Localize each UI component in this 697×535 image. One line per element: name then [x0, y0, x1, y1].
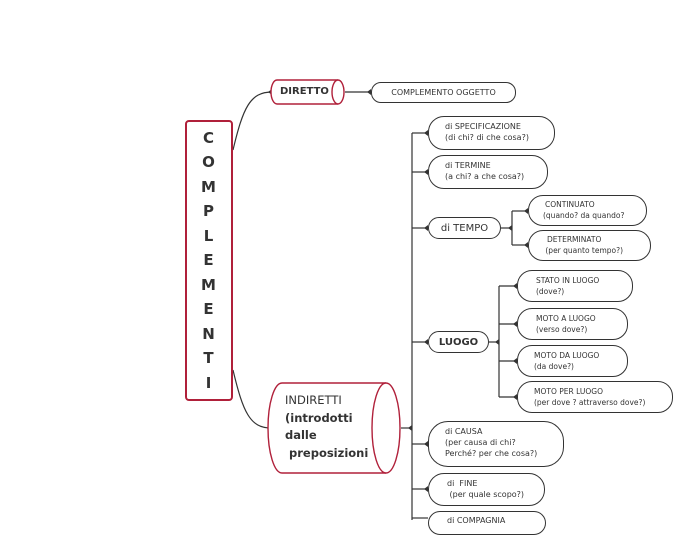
indiretti-node[interactable] [267, 382, 401, 474]
node-complemento-oggetto[interactable]: COMPLEMENTO OGGETTO [371, 82, 516, 103]
root-letter: M [201, 275, 217, 294]
root-letter: E [203, 300, 215, 319]
node-question: (di chi? di che cosa?) [445, 133, 529, 142]
node-title: MOTO PER LUOGO [534, 387, 604, 396]
node-determinato[interactable]: DETERMINATO (per quanto tempo?) [528, 230, 651, 261]
node-label: LUOGO [438, 336, 479, 348]
node-title: di CAUSA [445, 427, 483, 436]
node-question: (a chi? a che cosa?) [445, 172, 525, 181]
node-question: (da dove?) [534, 362, 574, 371]
connector-root-diretto [232, 91, 273, 151]
indiretti-line: dalle [285, 428, 317, 442]
node-question: (per causa di chi? [445, 438, 516, 447]
node-question: (quando? da quando? [543, 211, 625, 220]
root-letter: P [203, 202, 215, 221]
node-moto-a-luogo[interactable]: MOTO A LUOGO (verso dove?) [517, 308, 628, 340]
node-question: (verso dove?) [536, 325, 588, 334]
node-compagnia[interactable]: di COMPAGNIA [428, 511, 546, 535]
root-letter: C [202, 128, 215, 147]
node-title: MOTO DA LUOGO [534, 351, 600, 360]
node-tempo[interactable]: di TEMPO [428, 217, 501, 239]
node-fine[interactable]: di FINE (per quale scopo?) [428, 473, 545, 506]
root-letter: L [203, 226, 215, 245]
indiretti-line: (introdotti [285, 410, 353, 425]
node-termine[interactable]: di TERMINE (a chi? a che cosa?) [428, 155, 548, 189]
diretto-node[interactable] [270, 79, 345, 105]
node-luogo[interactable]: LUOGO [428, 331, 489, 353]
node-question: Perché? per che cosa?) [445, 449, 538, 458]
root-letter: E [203, 251, 215, 270]
node-title: di COMPAGNIA [447, 516, 506, 525]
node-title: di TERMINE [445, 161, 491, 170]
node-title: di FINE [447, 479, 478, 488]
node-question: (dove?) [536, 287, 565, 296]
node-question: (per quanto tempo?) [543, 246, 624, 255]
node-label: COMPLEMENTO OGGETTO [391, 88, 496, 97]
indiretti-label: INDIRETTI (introdotti dalle preposizioni [285, 392, 368, 462]
root-node-complementi[interactable]: C O M P L E M E N T I [185, 120, 233, 401]
node-moto-da-luogo[interactable]: MOTO DA LUOGO (da dove?) [517, 345, 628, 377]
node-title: STATO IN LUOGO [536, 276, 600, 285]
node-causa[interactable]: di CAUSA (per causa di chi? Perché? per … [428, 421, 564, 467]
indiretti-line: INDIRETTI [285, 393, 342, 407]
node-title: DETERMINATO [547, 235, 602, 244]
node-specificazione[interactable]: di SPECIFICAZIONE (di chi? di che cosa?) [428, 116, 555, 150]
indiretti-line: preposizioni [285, 445, 369, 460]
root-letter: O [202, 153, 216, 172]
node-continuato[interactable]: CONTINUATO (quando? da quando? [528, 195, 647, 226]
connector-root-indiretti [232, 369, 272, 429]
node-moto-per-luogo[interactable]: MOTO PER LUOGO (per dove ? attraverso do… [517, 381, 673, 413]
root-letter: I [205, 373, 213, 392]
node-title: di SPECIFICAZIONE [445, 122, 521, 131]
root-letter: M [201, 177, 217, 196]
root-letter: N [202, 324, 216, 343]
node-title: MOTO A LUOGO [536, 314, 596, 323]
node-label: di TEMPO [440, 222, 489, 234]
node-question: (per dove ? attraverso dove?) [534, 398, 646, 407]
root-letter: T [203, 349, 215, 368]
node-question: (per quale scopo?) [447, 490, 525, 499]
mind-map-connectors [232, 79, 528, 520]
diretto-label: DIRETTO [280, 86, 329, 97]
node-title: CONTINUATO [545, 200, 595, 209]
node-stato-in-luogo[interactable]: STATO IN LUOGO (dove?) [517, 270, 633, 302]
